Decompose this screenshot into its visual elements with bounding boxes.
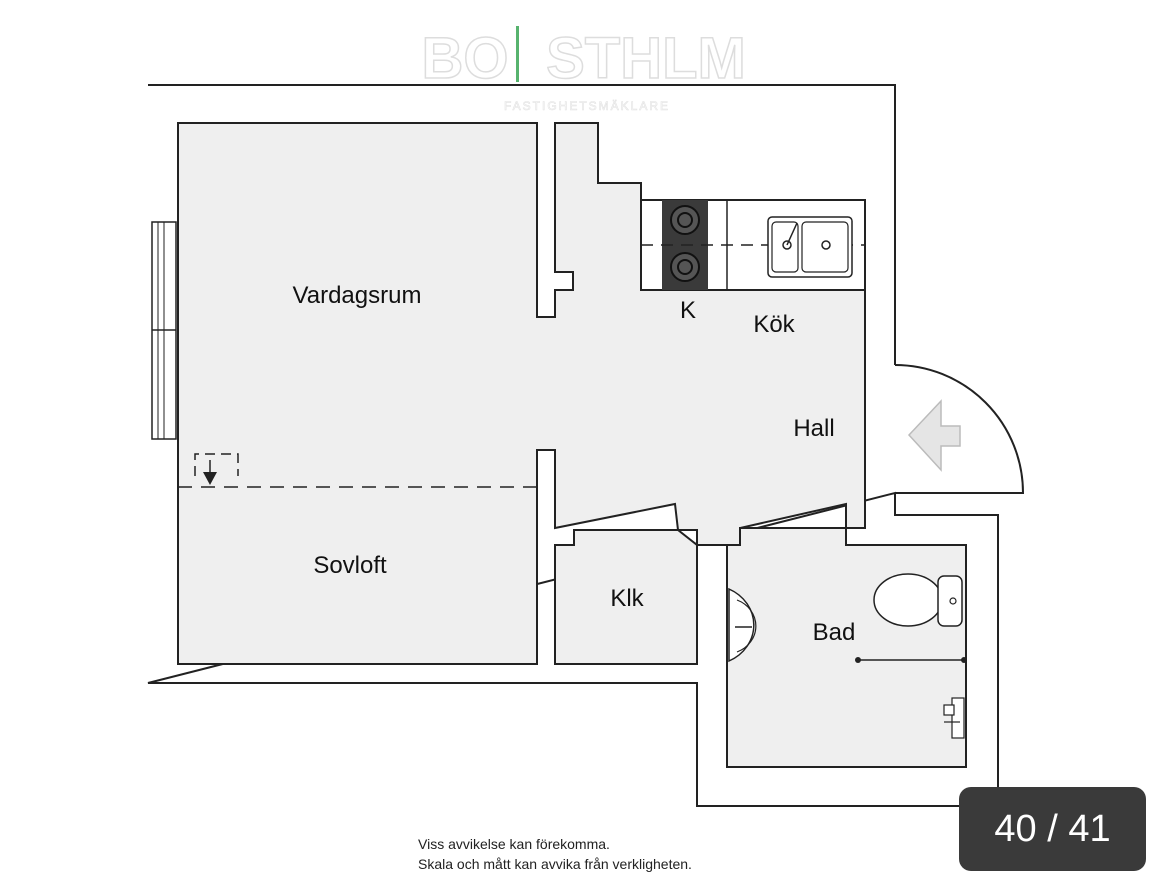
room-label-sleeping-loft: Sovloft (313, 552, 387, 579)
sink (767, 216, 853, 278)
room-label-living: Vardagsrum (293, 282, 422, 309)
brand-watermark: BO STHLM FASTIGHETSMÄKLARE (421, 25, 747, 113)
room-label-kitchen: Kök (753, 311, 795, 338)
gallery-page-counter: 40 / 41 (959, 787, 1146, 871)
toilet-bowl (873, 573, 943, 627)
disclaimer-line-1: Viss avvikelse kan förekomma. (418, 836, 610, 852)
entrance-door (894, 364, 1025, 494)
stove-burner-bottom (670, 252, 700, 282)
stove-burner-top (670, 205, 700, 235)
brand-divider (516, 26, 519, 82)
sink-faucet (786, 222, 798, 246)
room-label-hall: Hall (793, 415, 834, 442)
room-label-bathroom: Bad (813, 619, 856, 646)
bathroom-floor (726, 527, 967, 768)
brand-left-text: BO (422, 26, 509, 91)
outer-wall (147, 84, 999, 807)
entrance-arrow-icon (907, 399, 961, 472)
living-floor (177, 122, 866, 665)
disclaimer: Viss avvikelse kan förekomma. Skala och … (418, 834, 692, 874)
brand-tagline: FASTIGHETSMÄKLARE (504, 99, 670, 113)
shower-head-icon (943, 697, 965, 739)
room-label-fridge: K (680, 297, 696, 324)
closet-floor (554, 529, 698, 665)
disclaimer-line-2: Skala och mått kan avvika från verklighe… (418, 856, 692, 872)
brand-right-text: STHLM (546, 26, 746, 91)
room-label-closet: Klk (610, 585, 644, 612)
